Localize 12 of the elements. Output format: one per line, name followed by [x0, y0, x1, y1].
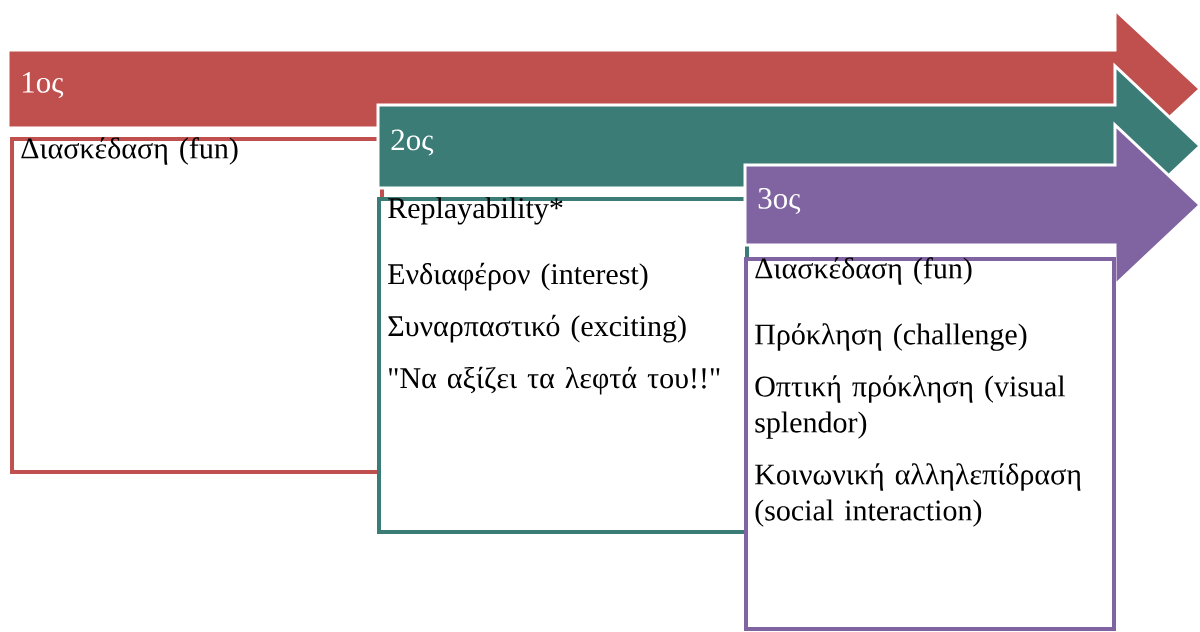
- list-box: [744, 257, 1116, 631]
- list-item: Πρόκληση (challenge): [755, 323, 1027, 351]
- list-item: Κοινωνική αλληλεπίδραση (social interaction): [755, 463, 1081, 527]
- list-item: Διασκέδαση (fun): [755, 257, 972, 285]
- list-item: Ενδιαφέρον (interest): [388, 262, 648, 291]
- list-item: "Να αξίζει τα λεφτά του!!": [389, 366, 720, 395]
- list-box: [377, 197, 749, 534]
- list-item: Replayability*: [388, 197, 563, 225]
- list-item: Οπτική πρόκληση (visual splendor): [755, 375, 1066, 439]
- list-item: Συναρπαστικό (exciting): [388, 314, 686, 343]
- list-box: [10, 137, 384, 474]
- list-item: Διασκέδαση (fun): [21, 137, 238, 165]
